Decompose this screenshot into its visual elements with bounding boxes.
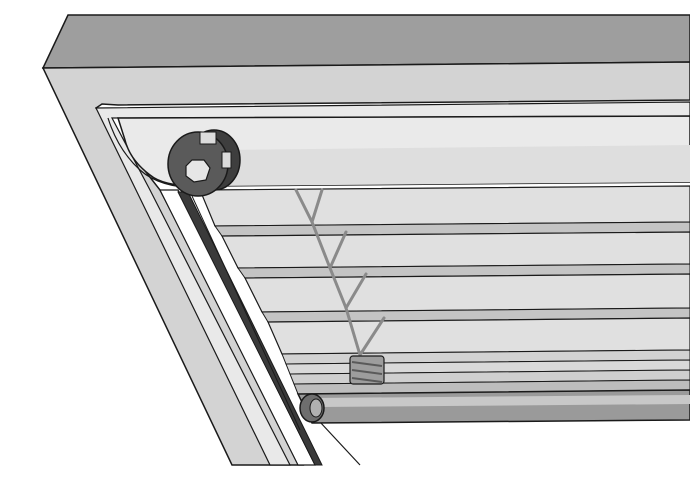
- frame-inner-lip: [95, 101, 690, 466]
- ladder-cord-icon: [294, 188, 386, 357]
- bottom-rail-end-inner: [309, 398, 323, 418]
- frame-left-face: [41, 61, 690, 466]
- frame-bottom-band: [300, 420, 690, 487]
- end-cap-icon: [167, 129, 241, 197]
- slat-stack-2: [285, 359, 690, 375]
- end-cap-notch-side: [221, 151, 232, 169]
- frame-top-face: [41, 14, 690, 69]
- slat-1: [199, 185, 690, 227]
- slats: [199, 185, 690, 395]
- cord-guide-coil: [351, 361, 383, 383]
- cord-guide-icon: [349, 355, 385, 385]
- bottom-rail-icon: [296, 389, 690, 424]
- frame-inner-edge: [319, 421, 361, 466]
- side-rail-line: [191, 195, 301, 431]
- end-cap-notch-top: [199, 131, 217, 145]
- slat-stack-3: [289, 369, 690, 385]
- slat-3: [244, 273, 690, 313]
- ladder-cord-branch-3: [344, 272, 368, 310]
- bottom-rail-highlight: [310, 395, 690, 407]
- end-cap-hole: [185, 159, 211, 183]
- ladder-cord-branch-1: [310, 188, 324, 224]
- window-frame: [41, 14, 690, 487]
- ladder-cord-branch-4: [358, 316, 386, 357]
- slat-4: [267, 317, 690, 355]
- slat-2: [221, 231, 690, 269]
- headrail: [107, 115, 690, 189]
- ladder-cord-branch-2: [328, 230, 348, 270]
- side-rail: [159, 189, 323, 466]
- headrail-shade: [210, 145, 690, 186]
